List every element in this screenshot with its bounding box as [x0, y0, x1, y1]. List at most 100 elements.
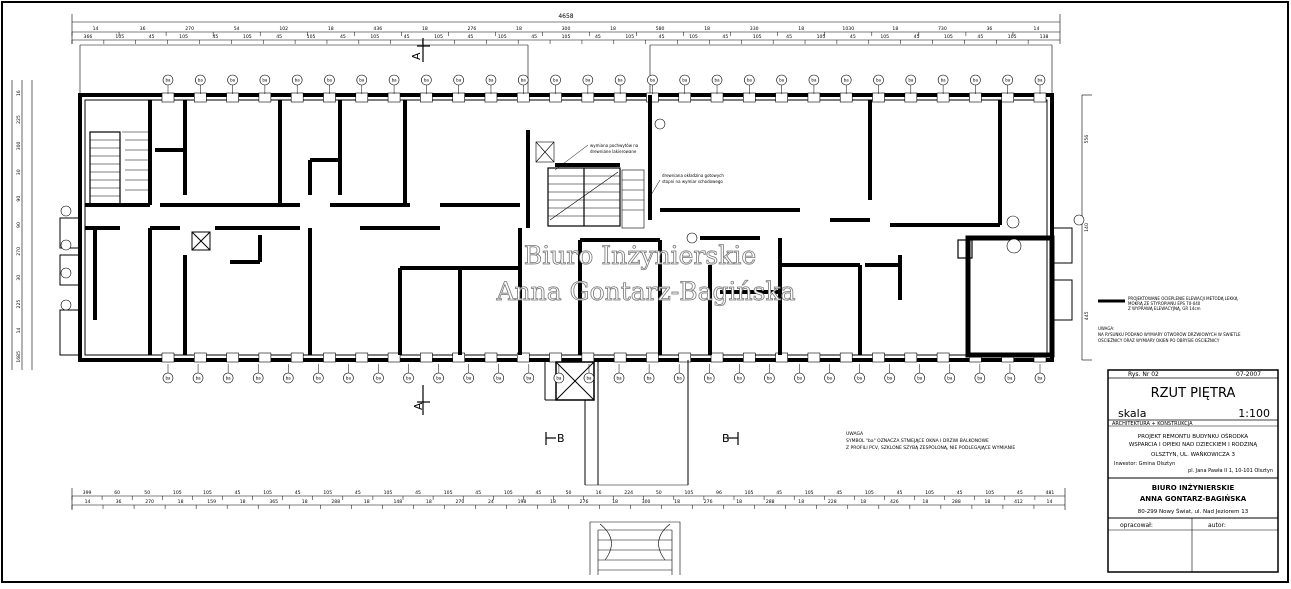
window-tag-bottom-circle-12: [523, 372, 535, 384]
section-label-b-right: B: [722, 432, 730, 445]
window-tag-top-circle-15: [647, 74, 658, 86]
window-top-21: [839, 92, 853, 103]
window-tag-bottom-circle-17: [673, 372, 685, 384]
section-marker-b-left: B: [545, 432, 565, 445]
window-tag-top-circle-6: [356, 74, 368, 86]
dim-bot-r2-4: 159: [207, 499, 216, 505]
watermark-line1: Biuro Inżynierskie: [524, 241, 756, 270]
dim-bot-r1-5: 45: [235, 490, 241, 496]
dim-top-r2-18: 45: [659, 34, 665, 40]
dim-bot-r2-16: 276: [580, 499, 589, 505]
dim-bot-r2-26: 426: [890, 499, 899, 505]
window-bottom-5: [323, 352, 336, 363]
top-dimension-lines: [71, 14, 1061, 44]
window-top-0: [161, 92, 175, 103]
window-tag-top-circle-1: [194, 74, 206, 86]
dim-bot-r1-1: 60: [114, 490, 120, 496]
dim-left-9: 14: [16, 327, 22, 333]
dim-top-r1-19: 36: [986, 26, 992, 32]
window-tag-top-label-7: ba: [392, 78, 398, 83]
project-line1: PROJEKT REMONTU BUDYNKU OŚRODKA: [1138, 433, 1249, 440]
window-tag-top-label-0: ba: [166, 78, 172, 83]
dim-bot-r1-14: 105: [504, 490, 513, 496]
window-top-27: [1033, 92, 1047, 103]
dim-top-r2-21: 105: [753, 34, 762, 40]
window-tag-top-label-6: ba: [359, 78, 365, 83]
external-stair: [589, 521, 681, 575]
window-top-23: [904, 92, 918, 103]
note-bottom-line3: Z PROFILI PCV, SZKLONE SZYBĄ ZESPOLONĄ, …: [846, 445, 1015, 451]
callout-handrail-line1: wymiana pochwytów na: [590, 143, 639, 148]
window-tag-top-label-14: ba: [618, 78, 624, 83]
window-tag-bottom-label-1: ba: [196, 376, 202, 381]
dim-bot-r2-0: 14: [85, 499, 91, 505]
window-tag-top-label-21: ba: [844, 78, 850, 83]
window-tag-bottom-label-18: ba: [707, 376, 713, 381]
window-tag-bottom-circle-10: [463, 372, 474, 384]
scale-value: 1:100: [1238, 407, 1270, 420]
dim-bot-r1-18: 224: [624, 490, 633, 496]
dim-bot-r2-1: 36: [116, 499, 122, 505]
dim-top-r1-17: 18: [892, 26, 898, 32]
dim-bot-r1-27: 45: [897, 490, 903, 496]
staircase-left: [89, 131, 150, 205]
window-tags-side: [60, 118, 1085, 311]
window-tag-top-circle-27: [1034, 74, 1046, 86]
dim-bot-r1-12: 105: [444, 490, 453, 496]
window-bottom-3: [258, 352, 272, 363]
dim-bot-r1-26: 105: [865, 490, 874, 496]
window-top-4: [290, 92, 304, 103]
dim-top-r2-1: 105: [115, 34, 124, 40]
dim-bot-r2-24: 228: [828, 499, 837, 505]
window-tag-top-circle-21: [840, 74, 852, 86]
dim-right-1: 140: [1084, 223, 1090, 232]
window-top-3: [258, 92, 272, 103]
office-name-line2: ANNA GONTARZ-BAGIŃSKA: [1140, 494, 1247, 503]
dim-bot-r1-22: 105: [745, 490, 754, 496]
dim-top-r1-3: 54: [234, 26, 240, 32]
side-balconies: [59, 217, 1073, 356]
callout-stair-cladding: drewniana okładzina gotowych stopni na w…: [647, 173, 724, 201]
dim-bot-r1-13: 45: [475, 490, 481, 496]
investor-line2: pl. Jana Pawła II 1, 10-101 Olsztyn: [1188, 468, 1273, 474]
dim-top-r1-18: 730: [938, 26, 947, 32]
window-top-24: [936, 92, 950, 103]
dim-left-3: 30: [16, 169, 22, 175]
window-bottom-8: [420, 352, 433, 363]
window-bottom-16: [678, 352, 692, 363]
window-tag-bottom-label-17: ba: [677, 376, 683, 381]
window-top-6: [355, 92, 369, 103]
dim-left-2: 300: [16, 141, 22, 150]
dim-top-r1-8: 276: [468, 26, 477, 32]
dim-bot-r1-6: 105: [263, 490, 272, 496]
window-bottom-10: [484, 352, 498, 363]
dim-bot-r1-23: 45: [776, 490, 782, 496]
note-right-line3: OŚCIEŻNICY ORAZ WYMIARY OKIEN PO OBRYSIE…: [1098, 338, 1220, 343]
dim-bot-r1-17: 16: [596, 490, 602, 496]
entrance-extension: [544, 360, 689, 486]
window-top-13: [581, 92, 595, 103]
window-tag-top-circle-8: [421, 74, 432, 86]
window-tag-bottom-circle-16: [643, 372, 655, 384]
legend-line1: PROJEKTOWANE OCIEPLENIE ELEWACJI METODĄ …: [1128, 296, 1238, 301]
window-tag-bottom-circle-1: [192, 372, 204, 384]
dim-bot-r1-10: 105: [384, 490, 393, 496]
window-tag-bottom-label-23: ba: [857, 376, 863, 381]
window-tag-top-label-24: ba: [941, 78, 947, 83]
window-tag-top-label-9: ba: [456, 78, 462, 83]
drafted-by-label: opracował:: [1120, 522, 1153, 529]
dim-bot-r2-30: 412: [1014, 499, 1023, 505]
window-tag-bottom-label-3: ba: [256, 376, 262, 381]
dim-left-1: 225: [16, 115, 22, 124]
dim-bot-r2-3: 18: [178, 499, 184, 505]
dim-bot-r2-6: 365: [269, 499, 278, 505]
note-right: UWAGA: NA RYSUNKU PODANO WYMIARY OTWORÓW…: [1098, 326, 1241, 343]
window-top-12: [549, 92, 562, 103]
dim-top-r1-7: 18: [422, 26, 428, 32]
window-tag-bottom-label-24: ba: [887, 376, 893, 381]
dim-top-r2-3: 105: [179, 34, 188, 40]
dim-bot-r2-17: 18: [612, 499, 618, 505]
note-bottom: UWAGA SYMBOL "ba" OZNACZA STNIEJĄCE OKNA…: [846, 431, 1015, 451]
window-tag-bottom-circle-3: [252, 372, 264, 384]
